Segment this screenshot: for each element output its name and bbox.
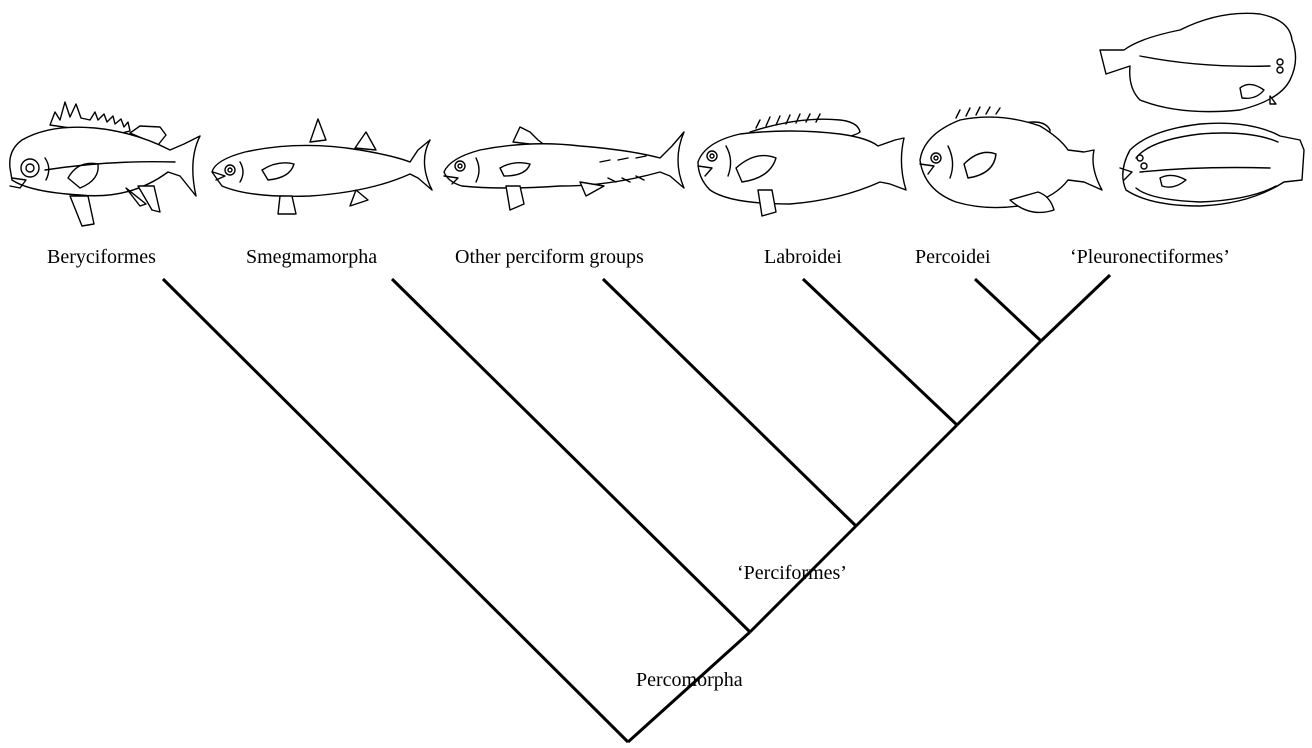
beryciformes-fish-image (10, 102, 200, 226)
taxon-label-beryciformes: Beryciformes (47, 246, 156, 268)
clade-label-perciformes: ‘Perciformes’ (737, 562, 847, 584)
clade-label-percomorpha: Percomorpha (636, 669, 743, 691)
taxon-label-percoidei: Percoidei (915, 246, 991, 268)
smegmamorpha-fish-image (212, 119, 432, 214)
percoidei-fish-image (920, 107, 1102, 212)
labroidei-fish-image (698, 114, 906, 216)
pleuronectiformes-fish-image (1100, 13, 1304, 206)
taxon-label-other-perciform-groups: Other perciform groups (455, 246, 644, 268)
taxon-label-labroidei: Labroidei (764, 246, 842, 268)
taxon-label-smegmamorpha: Smegmamorpha (246, 246, 377, 268)
other-perciform-fish-image (444, 127, 684, 210)
taxon-label-pleuronectiformes: ‘Pleuronectiformes’ (1070, 246, 1230, 268)
